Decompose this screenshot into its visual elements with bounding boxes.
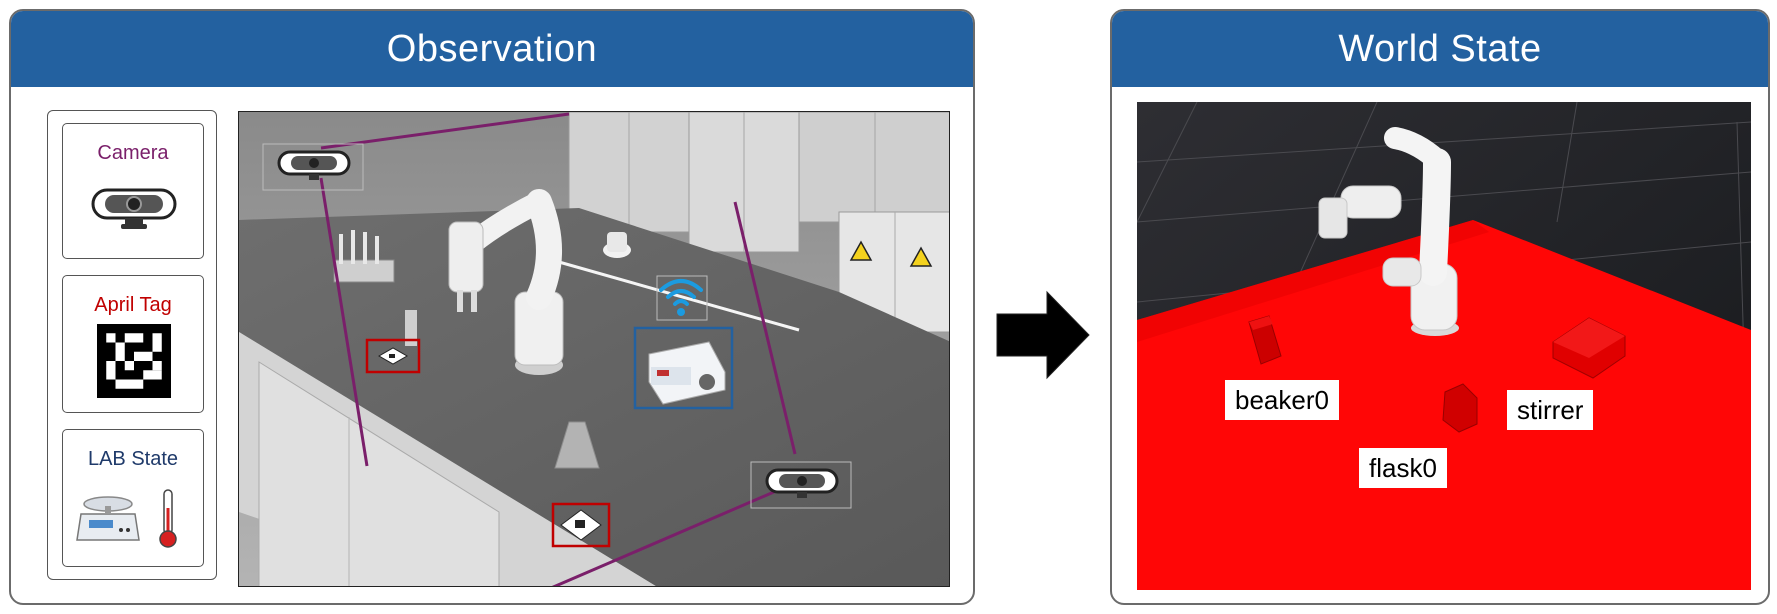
- april-tag-1: [365, 338, 421, 374]
- test-tube-rack: [333, 230, 395, 283]
- stirrer-model: [1552, 317, 1626, 379]
- robot-arm: [448, 189, 564, 375]
- thermometer-icon: [159, 489, 177, 548]
- observation-title: Observation: [11, 11, 973, 87]
- world-state-panel: World State: [1110, 9, 1770, 605]
- beaker: [405, 310, 417, 346]
- legend-april-tag-label: April Tag: [94, 294, 172, 316]
- observation-scene: [238, 111, 950, 587]
- stirrer-highlight-box: [633, 326, 734, 410]
- legend-april-tag: April Tag: [62, 275, 204, 413]
- camera-bottom-right: [750, 461, 852, 509]
- magnetic-stirrer: [648, 341, 726, 405]
- camera-top-left: [262, 143, 364, 191]
- beaker0-model: [1248, 315, 1282, 365]
- wifi-icon: [659, 279, 703, 316]
- legend-camera-label: Camera: [97, 142, 169, 164]
- object-label-flask0: flask0: [1359, 448, 1447, 488]
- wall-cabinets: [568, 112, 949, 333]
- world-state-scene: beaker0 flask0 stirrer: [1137, 102, 1751, 590]
- world-state-render: [1137, 102, 1751, 590]
- arrow-right-icon: [996, 290, 1090, 380]
- april-tag-2: [551, 502, 611, 548]
- april-tag-icon: [97, 324, 171, 398]
- world-state-title: World State: [1112, 11, 1768, 87]
- flask0-model: [1442, 383, 1478, 433]
- observation-legend: Camera April Tag: [47, 110, 217, 580]
- scale-icon: [76, 496, 140, 541]
- camera-links: [319, 112, 798, 586]
- flask: [554, 421, 600, 469]
- object-label-stirrer: stirrer: [1507, 390, 1594, 430]
- legend-lab-state-label: LAB State: [87, 448, 179, 470]
- legend-lab-state: LAB State: [62, 429, 204, 567]
- webcam-icon: [91, 188, 177, 229]
- observation-panel: Observation Camera April Tag: [9, 9, 975, 605]
- object-label-beaker0: beaker0: [1225, 380, 1339, 420]
- robot-arm-render: [1318, 127, 1459, 336]
- legend-camera: Camera: [62, 123, 204, 259]
- lab-scene-image: [239, 112, 949, 586]
